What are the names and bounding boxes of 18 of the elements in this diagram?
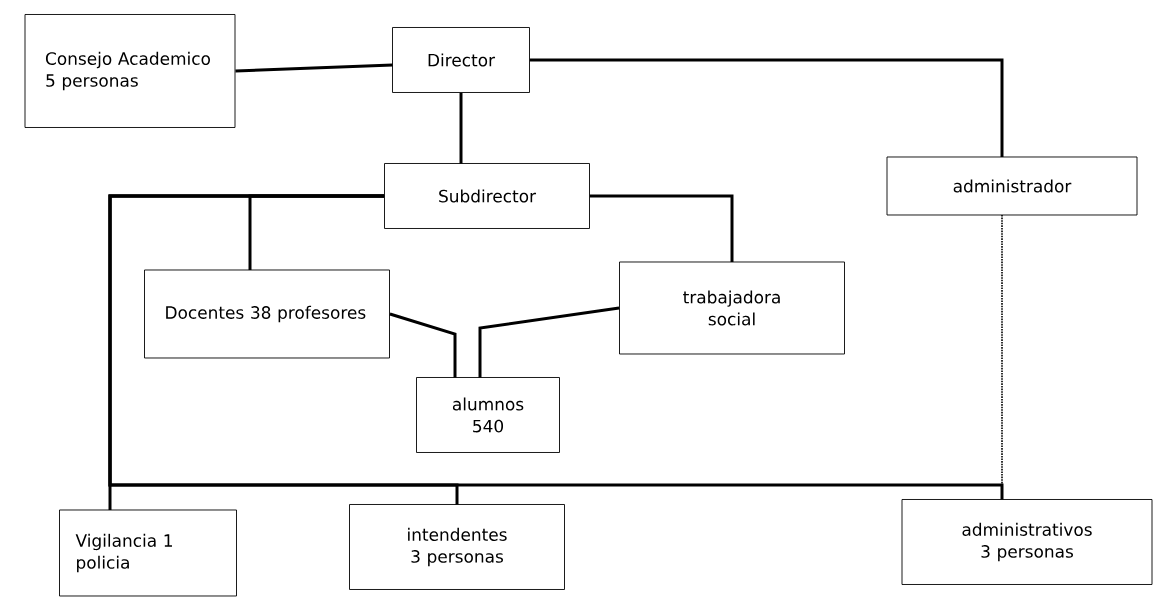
org-box: Consejo Academico 5 personas	[24, 14, 236, 128]
connector-line	[589, 194, 734, 262]
connector-line	[459, 92, 463, 164]
org-box: alumnos 540	[416, 377, 560, 453]
connector-line	[529, 58, 1004, 157]
org-box: Director	[392, 27, 530, 93]
org-box: Docentes 38 profesores	[144, 269, 390, 359]
dotted-connector	[1001, 214, 1003, 501]
connector-line	[235, 63, 393, 73]
connector-line	[108, 194, 1004, 500]
org-box: intendentes 3 personas	[349, 504, 565, 590]
connector-line	[478, 306, 620, 378]
org-box: administrador	[886, 156, 1138, 216]
org-box: Subdirector	[384, 163, 590, 229]
org-box: Vigilancia 1 policia	[59, 509, 237, 597]
org-box: administrativos 3 personas	[901, 499, 1153, 585]
org-box: trabajadora social	[619, 261, 845, 355]
connector-line	[389, 312, 457, 378]
